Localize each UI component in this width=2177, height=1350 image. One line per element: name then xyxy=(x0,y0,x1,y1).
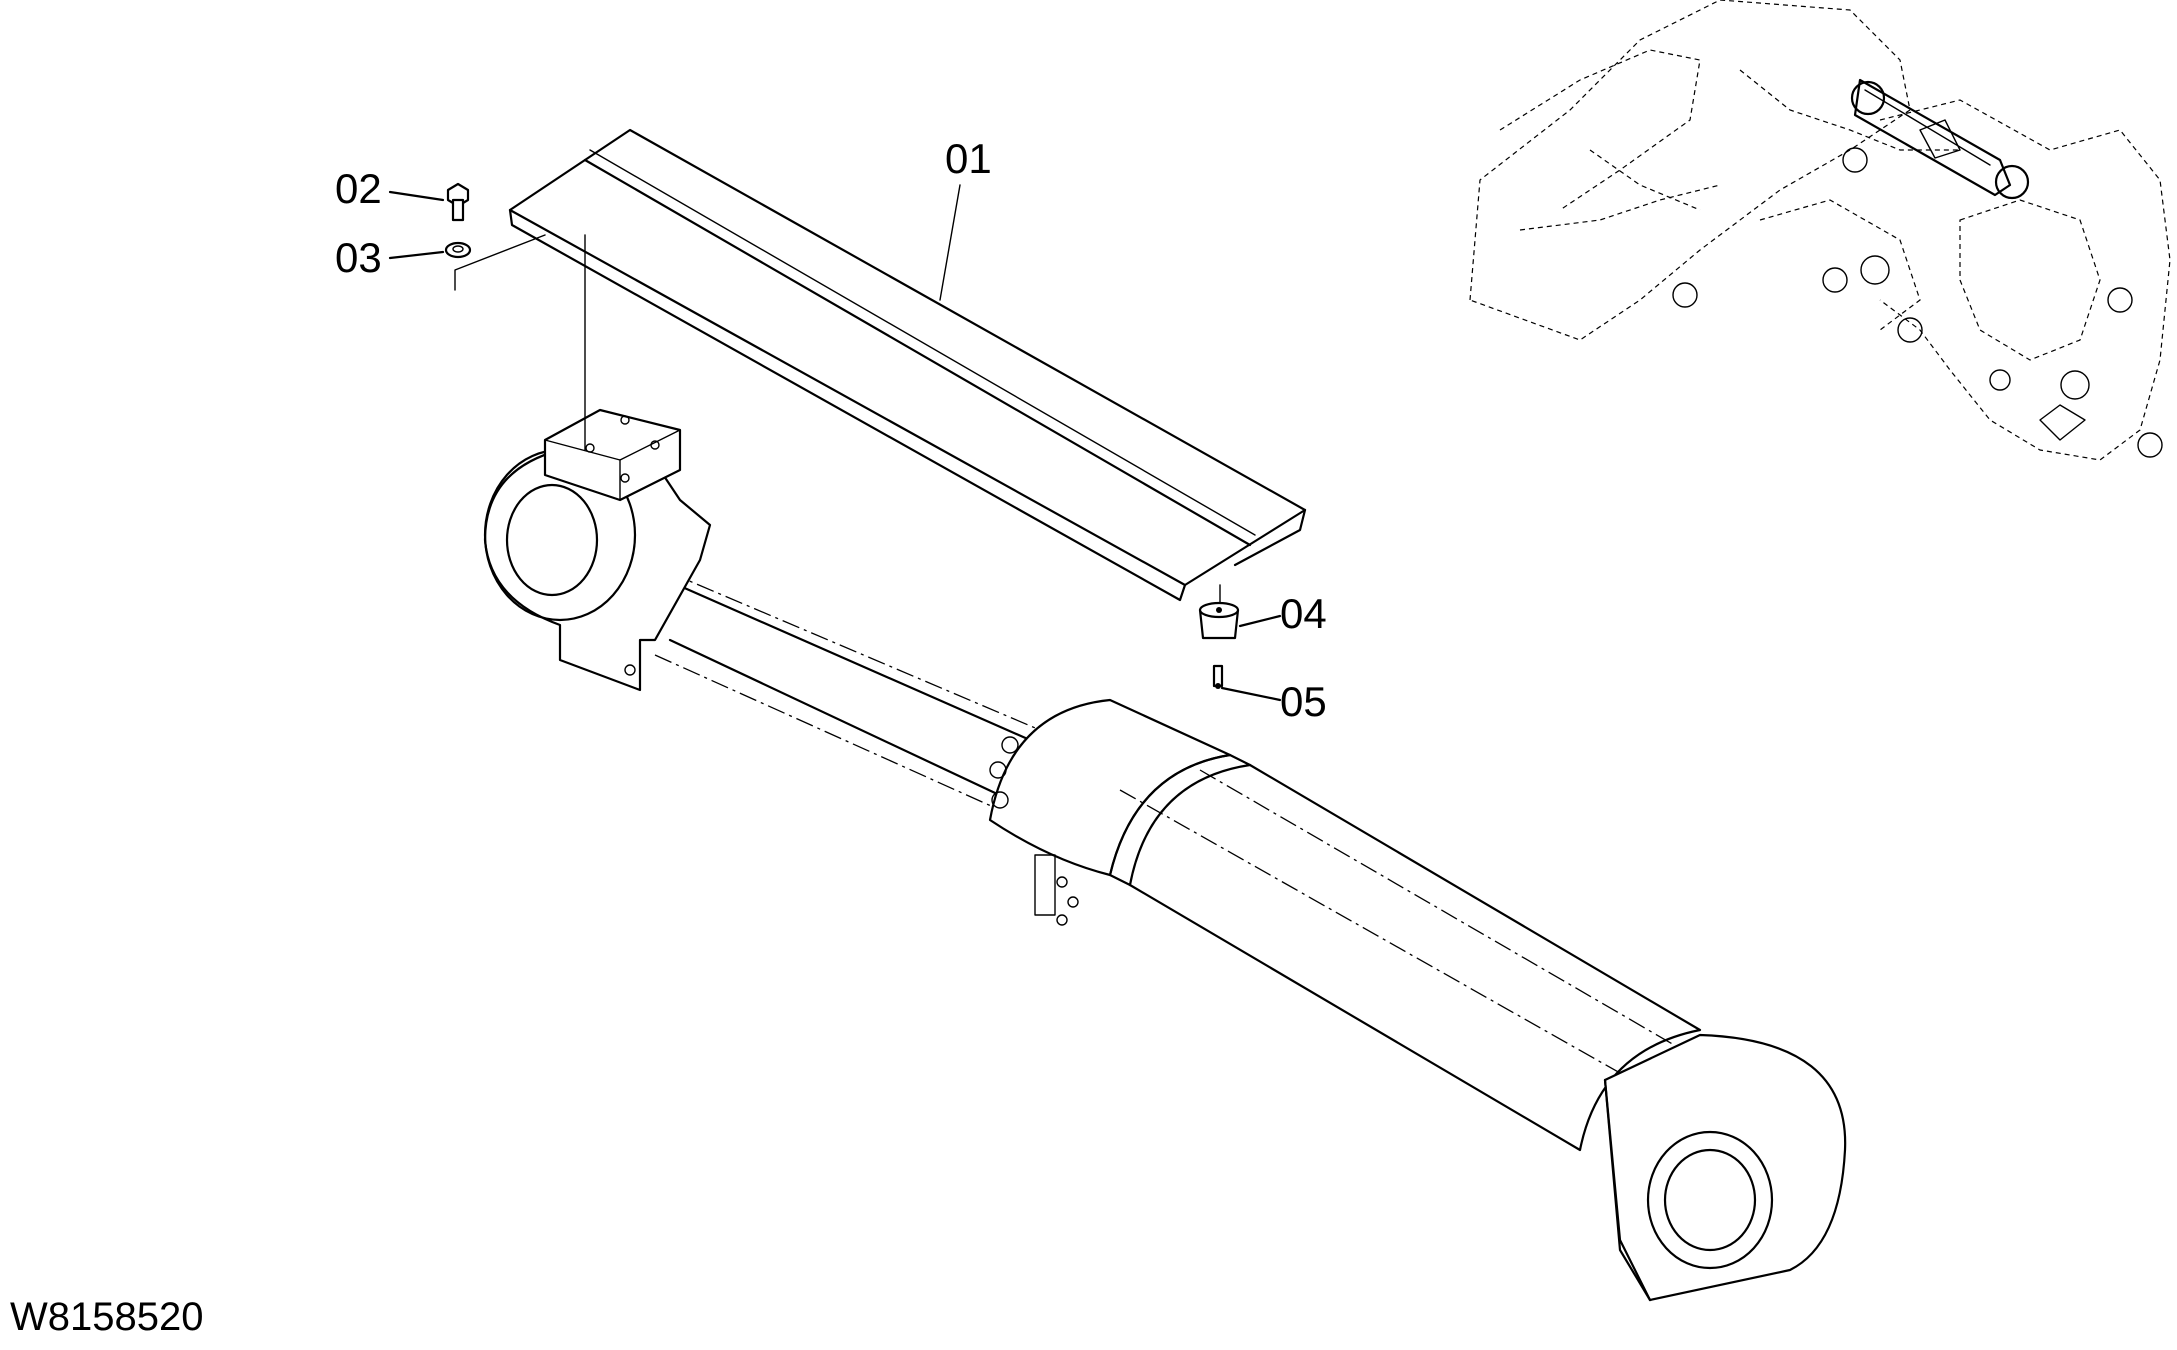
assembly-line-02-03 xyxy=(454,234,546,291)
hydraulic-cylinder xyxy=(483,408,1847,1302)
callout-05: 05 xyxy=(1280,678,1327,725)
cover-part-01 xyxy=(508,128,1307,602)
callout-02: 02 xyxy=(335,165,382,212)
callout-04: 04 xyxy=(1280,590,1327,637)
bumper-part-04 xyxy=(1198,601,1282,640)
drawing-code: W8158520 xyxy=(10,1295,203,1339)
machine-overview-inset xyxy=(1469,0,2171,461)
bolt-part-02 xyxy=(388,182,470,222)
callout-03: 03 xyxy=(335,234,382,281)
pin-part-05 xyxy=(1212,664,1282,702)
leader-01 xyxy=(939,184,961,301)
washer-part-03 xyxy=(388,241,472,260)
callout-01: 01 xyxy=(945,135,992,182)
